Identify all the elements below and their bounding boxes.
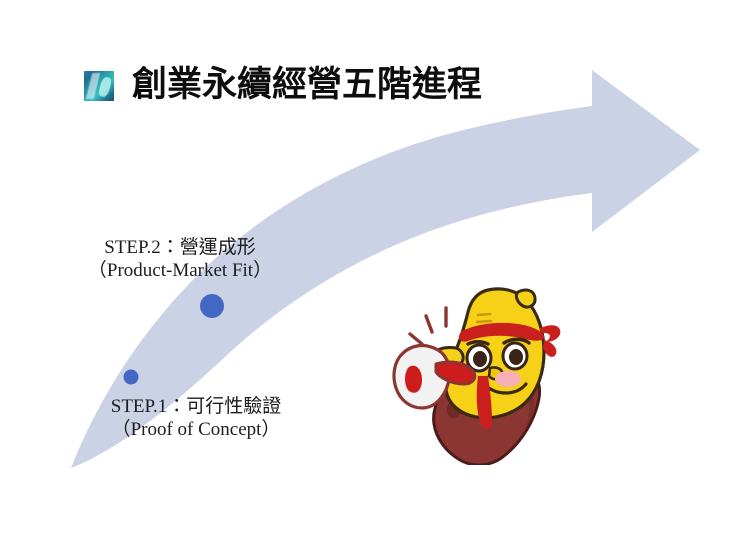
step2-label-en: （Product-Market Fit） [87, 260, 273, 282]
mascot-left-brow [466, 340, 490, 346]
mascot-right-brow [502, 337, 531, 345]
gradient-square-logo-icon [84, 70, 114, 101]
step1-label-cn: STEP.1：可行性驗證 [110, 396, 282, 417]
megaphone-sound-lines [408, 306, 448, 346]
step1-label-en: （Proof of Concept） [111, 419, 281, 441]
page-title: 創業永續經營五階進程 [132, 65, 483, 105]
step-label-step1: STEP.1：可行性驗證 （Proof of Concept） [88, 395, 304, 441]
step1-marker-dot[interactable] [123, 369, 139, 385]
slide-title-row: 創業永續經營五階進程 [84, 68, 482, 103]
mascot-headband [458, 322, 545, 342]
mascot-sprout-nub [514, 288, 537, 309]
mascot-scarf [476, 376, 492, 430]
step2-label-cn: STEP.2：營運成形 [104, 237, 256, 258]
megaphone-handle [434, 360, 477, 386]
mascot-right-pupil [509, 349, 523, 365]
mascot-headband-tail [540, 325, 561, 342]
mascot-left-pupil [473, 351, 487, 367]
step-label-step2: STEP.2：營運成形 （Product-Market Fit） [72, 236, 288, 282]
sweet-potato-megaphone-character [392, 287, 561, 465]
megaphone-mouth-opening [405, 365, 422, 393]
step2-marker-dot[interactable] [200, 294, 224, 318]
mascot-head-body [443, 287, 546, 420]
mascot-cheek [495, 371, 521, 387]
mascot-headband-tail2 [543, 340, 557, 357]
